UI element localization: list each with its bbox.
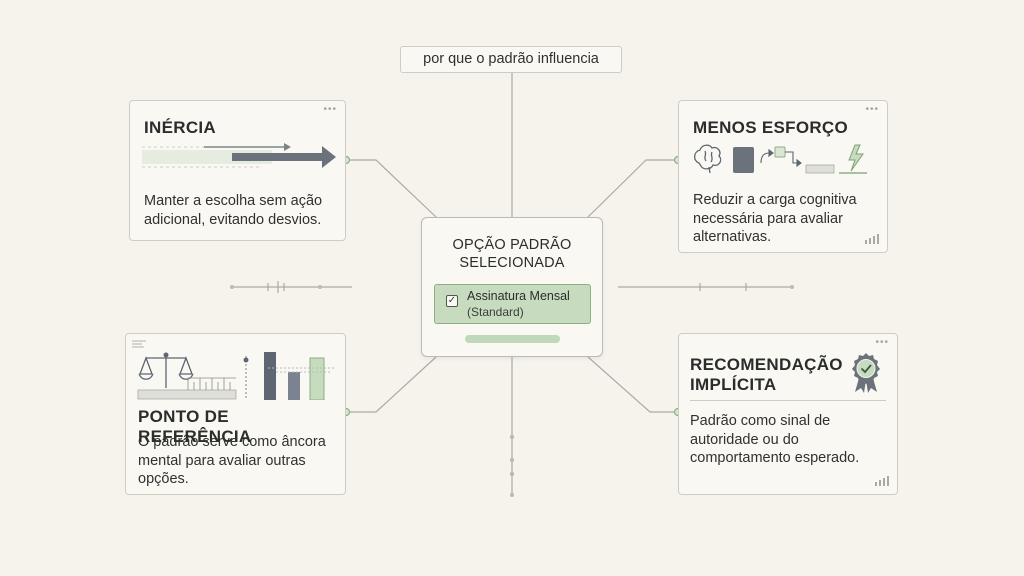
scale-and-bars-icon: [137, 352, 336, 400]
signal-bars-icon: [875, 476, 889, 486]
card-recomendacao-title-line2: IMPLÍCITA: [690, 375, 777, 394]
card-recomendacao-title-line1: RECOMENDAÇÃO: [690, 355, 843, 374]
more-dots-icon: •••: [875, 337, 889, 348]
card-inercia: ••• INÉRCIA Manter a escolha sem ação ad…: [129, 100, 346, 241]
connector-recomendacao: [587, 356, 678, 413]
checkbox-checked[interactable]: ✓: [446, 295, 458, 307]
card-ponto-referencia: PONTO DE REFERÊNCIA O padrão serve como …: [125, 333, 346, 495]
connector-inercia: [346, 159, 437, 218]
center-title-line1: OPÇÃO PADRÃO: [452, 237, 572, 253]
card-esforco-text: Reduzir a carga cognitiva necessária par…: [693, 191, 857, 247]
option-tag: (Standard): [467, 305, 524, 319]
title-underline: [690, 400, 886, 401]
more-dots-icon: •••: [323, 104, 337, 115]
center-title-line2: SELECIONADA: [459, 255, 565, 271]
card-recomendacao-implicita: ••• RECOMENDAÇÃO IMPLÍCITA Padrão como s…: [678, 333, 898, 495]
card-recomendacao-title: RECOMENDAÇÃO IMPLÍCITA: [690, 355, 843, 395]
card-inercia-text-line2: adicional, evitando desvios.: [144, 211, 322, 228]
card-inercia-title: INÉRCIA: [144, 118, 216, 137]
menu-lines-icon: [132, 340, 146, 348]
center-node-default-option: OPÇÃO PADRÃO SELECIONADA ✓ Assinatura Me…: [421, 217, 603, 357]
award-badge-icon: [852, 353, 880, 393]
brain-process-icon: [693, 144, 867, 174]
card-esforco-title: MENOS ESFORÇO: [693, 118, 849, 137]
connector-esforco: [587, 159, 678, 218]
more-dots-icon: •••: [865, 104, 879, 115]
card-inercia-text: Manter a escolha sem ação adicional, evi…: [144, 192, 322, 229]
connector-referencia: [346, 356, 437, 413]
card-referencia-text-line2: mental para avaliar outras: [138, 452, 306, 469]
card-referencia-title: PONTO DE REFERÊNCIA: [138, 407, 252, 446]
card-esforco-text-line2: necessária para avaliar: [693, 210, 843, 227]
card-recomendacao-text: Padrão como sinal de autoridade ou do co…: [690, 412, 859, 468]
card-recomendacao-text-line3: comportamento esperado.: [690, 450, 860, 466]
card-esforco-text-line1: Reduzir a carga cognitiva: [693, 192, 857, 208]
signal-bars-icon: [865, 234, 879, 244]
topic-label: por que o padrão influencia: [400, 46, 622, 73]
center-title: OPÇÃO PADRÃO SELECIONADA: [422, 236, 602, 272]
card-menos-esforco: ••• MENOS ESFORÇO Reduzir a carga c: [678, 100, 888, 253]
forward-arrows-icon: [142, 143, 336, 168]
card-referencia-text: O padrão serve como âncora mental para a…: [138, 433, 326, 489]
card-referencia-text-line3: opções.: [138, 471, 189, 487]
card-referencia-text-line1: O padrão serve como âncora: [138, 434, 326, 450]
card-recomendacao-text-line2: autoridade ou do: [690, 431, 799, 448]
card-esforco-text-line3: alternativas.: [693, 229, 772, 245]
card-recomendacao-text-line1: Padrão como sinal de: [690, 413, 831, 429]
card-inercia-text-line1: Manter a escolha sem ação: [144, 193, 323, 209]
center-accent-bar: [465, 335, 560, 343]
option-name: Assinatura Mensal: [467, 289, 570, 303]
default-option-choice[interactable]: ✓ Assinatura Mensal (Standard): [434, 284, 591, 324]
